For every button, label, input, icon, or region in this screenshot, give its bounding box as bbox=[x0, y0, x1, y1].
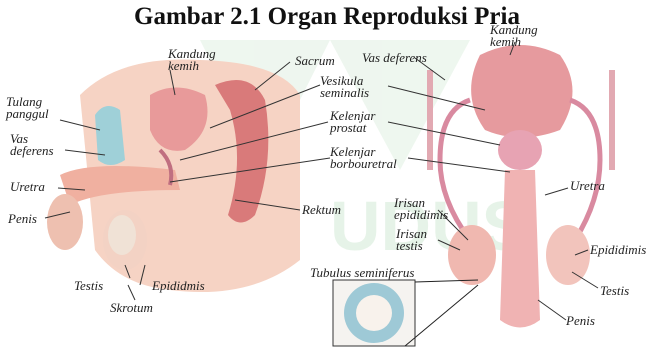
label-vas-deferens-left: Vas deferens bbox=[10, 133, 70, 157]
label-tulang-panggul: Tulang panggul bbox=[6, 96, 66, 120]
glans bbox=[47, 194, 83, 250]
label-epididimis-right: Epididimis bbox=[590, 244, 646, 256]
label-rektum: Rektum bbox=[302, 204, 341, 216]
label-kelenjar-borbouretral: Kelenjar borbouretral bbox=[330, 146, 412, 170]
label-kelenjar-prostat: Kelenjar prostat bbox=[330, 110, 390, 134]
prostate-right bbox=[498, 130, 542, 170]
label-vas-deferens-right: Vas deferens bbox=[362, 52, 427, 64]
label-uretra-right: Uretra bbox=[570, 180, 605, 192]
label-sacrum: Sacrum bbox=[295, 55, 335, 67]
label-kandung-kemih-right: Kandung kemih bbox=[490, 24, 554, 48]
label-vesikula-seminalis: Vesikula seminalis bbox=[320, 75, 386, 99]
label-testis-right: Testis bbox=[600, 285, 629, 297]
label-penis-right: Penis bbox=[566, 315, 595, 327]
testis-right bbox=[546, 225, 590, 285]
penis-right bbox=[500, 170, 540, 328]
label-irisan-testis: Irisan testis bbox=[396, 228, 442, 252]
label-skrotum: Skrotum bbox=[110, 302, 153, 314]
figure-title: Gambar 2.1 Organ Reproduksi Pria bbox=[0, 3, 654, 31]
label-uretra-left: Uretra bbox=[10, 181, 45, 193]
bladder-right bbox=[471, 45, 572, 138]
testis-cross-section bbox=[448, 225, 496, 285]
label-kandung-kemih-left: Kandung kemih bbox=[168, 48, 224, 72]
tubulus-inset bbox=[333, 280, 478, 346]
label-epididmis: Epididmis bbox=[152, 280, 205, 292]
label-testis-left: Testis bbox=[74, 280, 103, 292]
label-irisan-epididimis: Irisan epididimis bbox=[394, 197, 446, 221]
label-tubulus-seminiferus: Tubulus seminiferus bbox=[310, 267, 414, 279]
testis-left bbox=[108, 215, 136, 255]
sagittal-section bbox=[47, 59, 300, 292]
label-penis-left: Penis bbox=[8, 213, 37, 225]
